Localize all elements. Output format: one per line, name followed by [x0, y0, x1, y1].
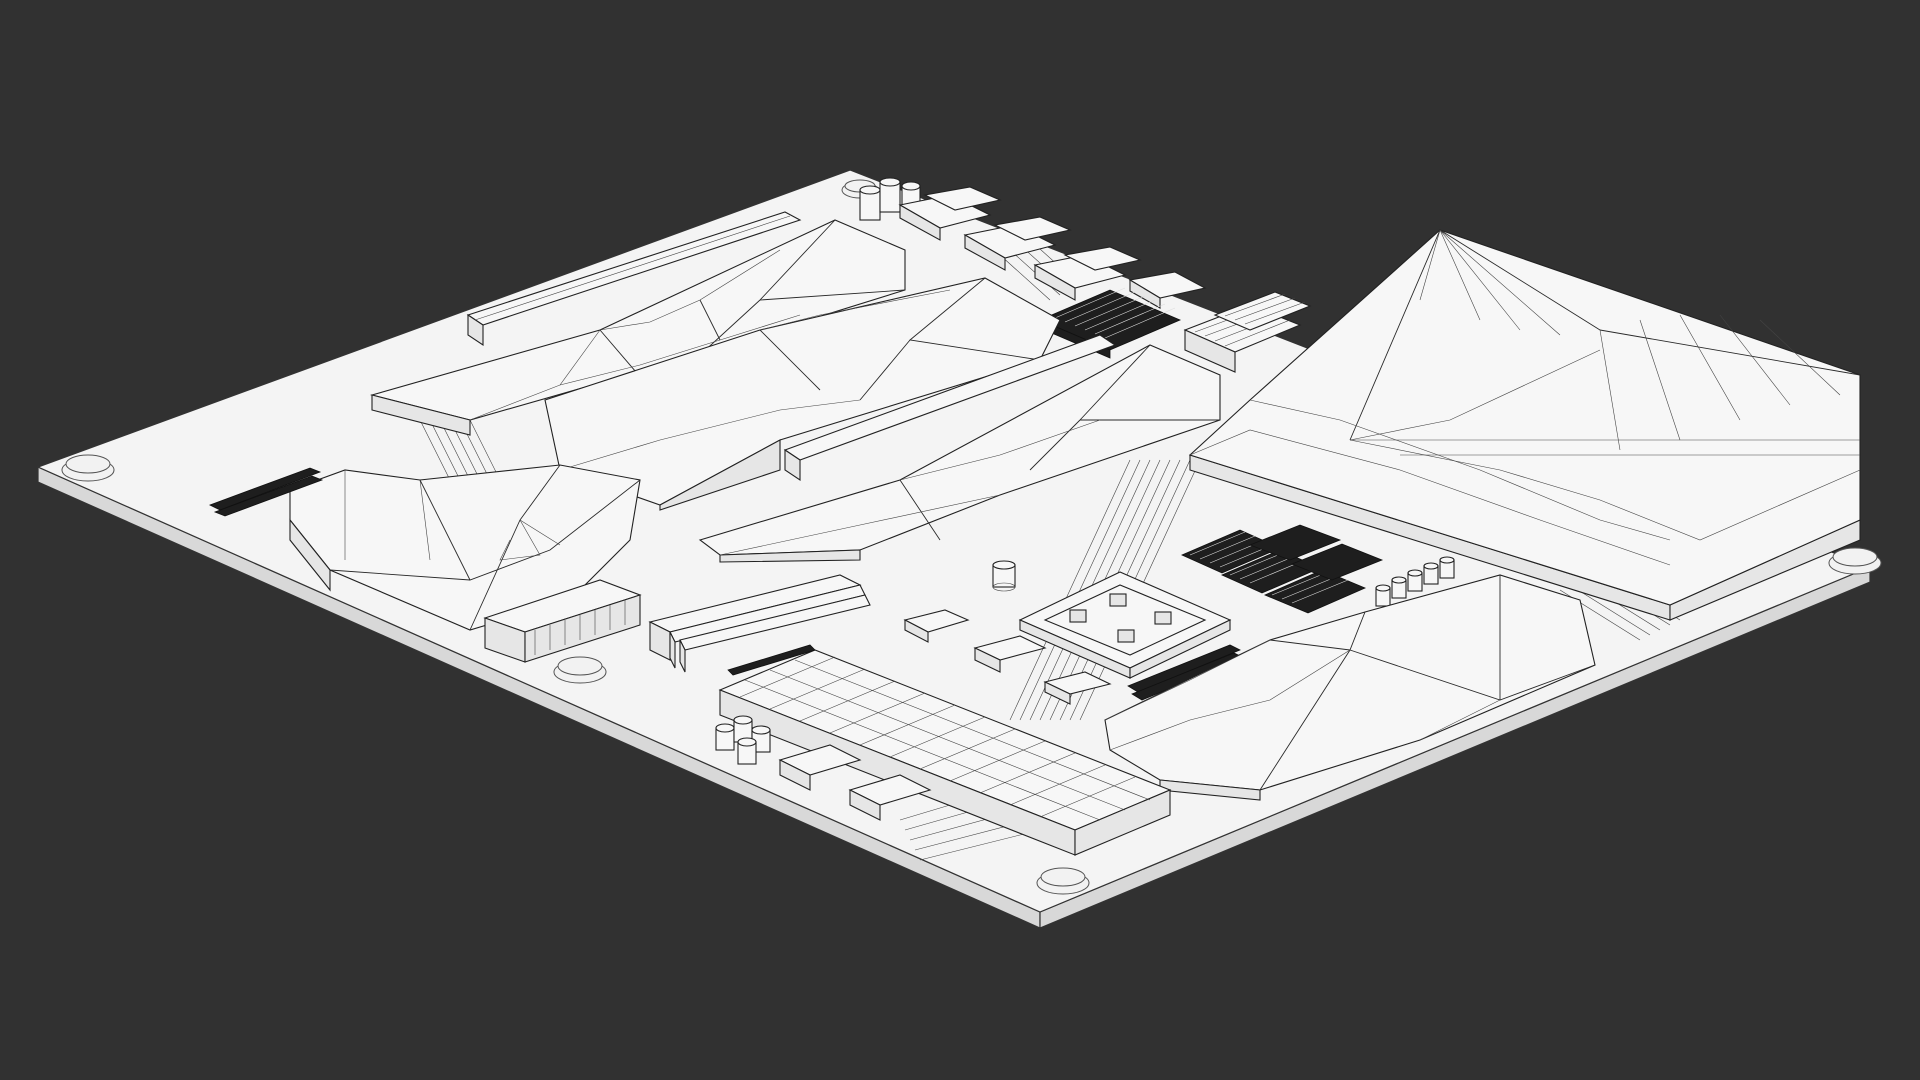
left-header-pins	[208, 467, 324, 517]
fan-header	[973, 635, 1047, 673]
sata-port	[1213, 291, 1312, 331]
heatsink-shroud-3	[698, 344, 1221, 563]
socket-pad	[1069, 593, 1172, 643]
fan-header	[903, 609, 970, 643]
capacitor	[1375, 584, 1391, 607]
io-shroud-large	[1188, 229, 1861, 621]
audio-shroud	[289, 464, 641, 631]
pcie-slot-middle	[783, 334, 1117, 482]
pcie-slot-top	[466, 211, 802, 347]
chipset-shroud	[1104, 574, 1596, 801]
heatsink-shroud-1	[369, 219, 906, 436]
capacitor	[737, 737, 757, 765]
mount-foot	[553, 656, 607, 684]
front-header	[848, 774, 932, 821]
capacitor	[1423, 562, 1439, 585]
mount-foot	[1828, 547, 1882, 575]
cpu-socket	[1018, 571, 1232, 679]
vrm-heatsinks	[1181, 524, 1384, 614]
mount-foot	[1036, 867, 1090, 895]
pin-header	[727, 644, 816, 676]
capacitor	[859, 185, 881, 221]
io-port	[993, 216, 1072, 241]
front-connector-grid	[718, 649, 1172, 856]
front-capacitors	[715, 715, 771, 765]
vrm-capacitors	[1375, 556, 1455, 607]
vrm-chip	[1263, 569, 1367, 614]
io-port	[1033, 254, 1127, 301]
sata-connectors	[1183, 291, 1312, 373]
front-header	[778, 744, 862, 791]
vrm-chip	[1290, 543, 1384, 581]
capacitor	[1439, 556, 1455, 579]
capacitor	[1391, 576, 1407, 599]
vrm-chip	[1248, 524, 1342, 561]
io-port	[963, 224, 1057, 271]
capacitor	[715, 723, 735, 751]
capacitor	[1407, 569, 1423, 592]
mount-foot	[61, 454, 115, 482]
pin-header	[1127, 644, 1245, 701]
io-port-row	[898, 186, 1207, 309]
fan-header	[1043, 671, 1112, 705]
dimm-slots	[648, 574, 871, 673]
capacitor	[879, 177, 901, 213]
dimm-slot	[679, 594, 871, 673]
sata-block-left	[483, 579, 642, 663]
io-port	[923, 186, 1002, 211]
capacitor	[992, 560, 1016, 592]
io-port	[1063, 246, 1142, 271]
